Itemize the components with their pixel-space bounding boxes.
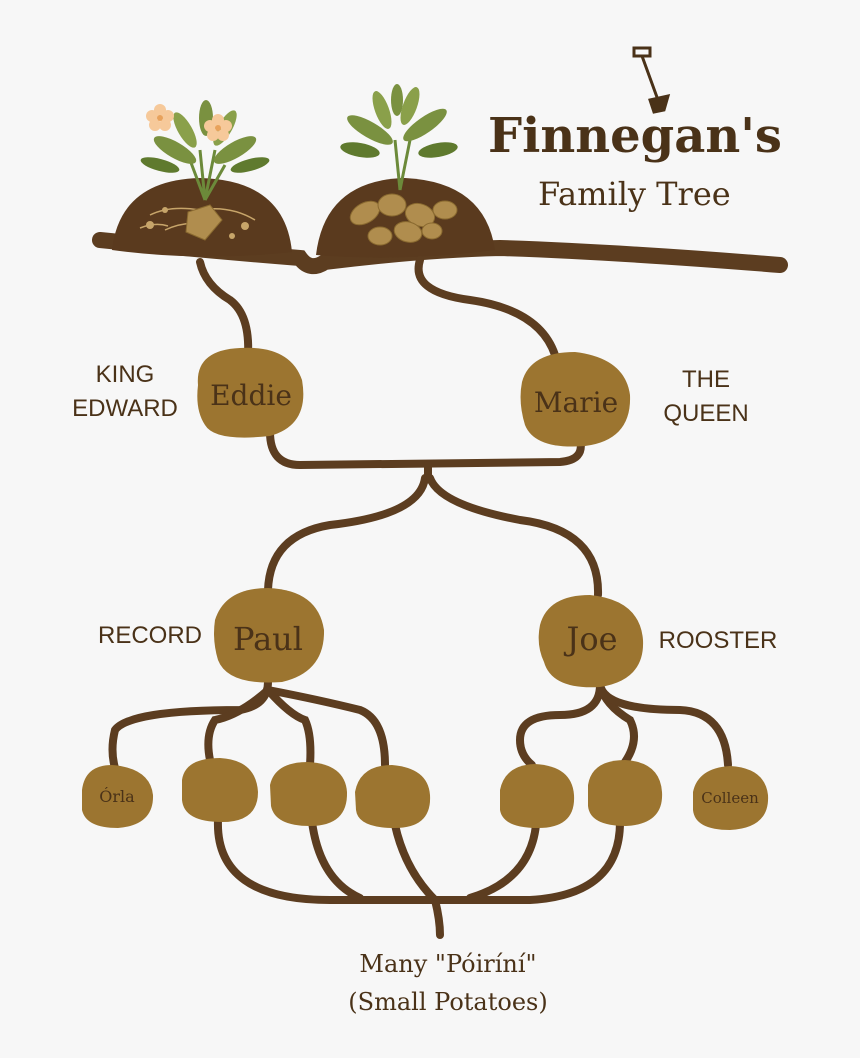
potatoes [82, 347, 769, 830]
potato-small-1 [182, 758, 258, 822]
variety-king-line1: KING [96, 361, 155, 388]
seed-potato [139, 204, 256, 241]
variety-rooster: ROOSTER [659, 627, 778, 654]
variety-king-line2: EDWARD [72, 395, 178, 422]
potato-orla [82, 765, 154, 828]
potato-small-4 [500, 764, 575, 828]
parent-left-name: Eddie [210, 379, 292, 412]
child-right-name: Joe [563, 620, 617, 658]
potato-small-5 [588, 760, 663, 826]
parent-right-name: Marie [534, 386, 618, 419]
leaf-plant-icon [340, 84, 458, 191]
potato-joe [538, 595, 644, 688]
grandchild-colleen-name: Colleen [701, 789, 759, 807]
potato-marie [520, 352, 631, 447]
brand-subtitle: Family Tree [538, 175, 731, 213]
shovel-icon [632, 46, 671, 114]
potato-colleen [693, 766, 769, 830]
roots [108, 256, 732, 939]
footer-line2: (Small Potatoes) [348, 988, 547, 1016]
brand-name: Finnegan's [488, 108, 782, 164]
flower-plant-icon [140, 100, 270, 201]
potato-small-3 [355, 765, 431, 828]
variety-record: RECORD [98, 622, 202, 649]
tuber-cluster [349, 193, 458, 246]
grandchild-orla-name: Órla [99, 786, 135, 806]
variety-queen-line2: QUEEN [663, 400, 748, 427]
footer-line1: Many "Póiríní" [359, 950, 536, 978]
potato-paul [214, 588, 325, 683]
variety-queen-line1: THE [682, 366, 730, 393]
potato-small-2 [270, 762, 348, 826]
child-left-name: Paul [233, 620, 303, 658]
potato-eddie [197, 347, 304, 438]
soil-mound-right [316, 178, 495, 258]
